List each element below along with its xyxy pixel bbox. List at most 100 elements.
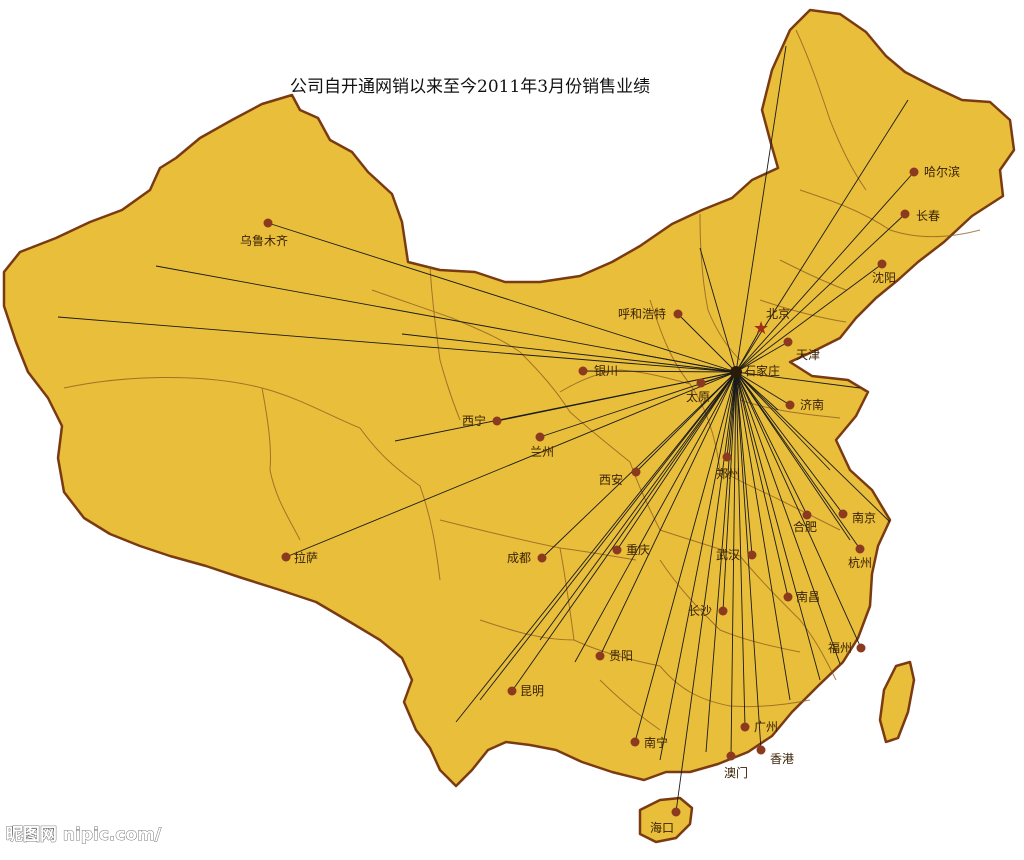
route-line-extra-8 (735, 371, 891, 523)
route-line-20 (616, 371, 737, 551)
city-dot-icon (783, 592, 793, 602)
route-line-extra-2 (57, 316, 737, 373)
city-label: 海口 (650, 820, 674, 835)
city-dot-icon (900, 209, 910, 219)
city-label: 乌鲁木齐 (240, 233, 288, 248)
city-dot-icon (671, 807, 681, 817)
city-label: 合肥 (793, 519, 817, 534)
route-line-extra-7 (735, 371, 861, 389)
route-line-16 (735, 371, 808, 516)
route-line-15 (735, 371, 844, 515)
city-label: 郑州 (716, 466, 740, 481)
map-title: 公司自开通网销以来至今2011年3月份销售业绩 (290, 77, 650, 97)
city-dot-icon (909, 167, 919, 177)
city-dot-icon (612, 545, 622, 555)
route-line-28 (634, 371, 737, 743)
city-dot-icon (630, 737, 640, 747)
route-line-extra-3 (401, 333, 737, 373)
capital-star-icon: ★ (753, 318, 769, 339)
city-label: 香港 (770, 752, 794, 766)
route-line-extra-19 (735, 371, 851, 541)
route-line-extra-14 (659, 371, 737, 761)
route-line-18 (285, 371, 737, 558)
city-dot-icon (877, 259, 887, 269)
city-label: 南宁 (644, 735, 668, 750)
route-line-extra-13 (574, 371, 737, 663)
city-label: 长春 (916, 209, 940, 223)
city-label: 拉萨 (294, 550, 318, 565)
route-line-24 (599, 371, 737, 657)
route-line-extra-6 (735, 99, 909, 373)
china-mainland-shape (2, 8, 1016, 788)
route-line-5 (677, 313, 737, 373)
route-line-26 (511, 371, 737, 692)
city-dot-icon (535, 432, 545, 442)
city-label: 济南 (800, 397, 824, 412)
route-line-extra-21 (735, 371, 779, 411)
hainan-island-shape (638, 796, 694, 844)
city-dot-icon (756, 745, 766, 755)
city-dot-icon (802, 510, 812, 520)
route-line-extra-22 (615, 349, 737, 373)
city-dot-icon (595, 651, 605, 661)
route-line-3 (735, 213, 906, 373)
city-dot-icon (263, 218, 273, 228)
route-line-extra-11 (479, 371, 737, 701)
city-label: 兰州 (530, 445, 554, 459)
city-dot-icon (673, 309, 683, 319)
route-line-extra-15 (705, 371, 737, 753)
city-label: 太原 (686, 389, 710, 404)
city-dot-icon (838, 509, 848, 519)
city-dot-icon (492, 416, 502, 426)
route-line-29 (735, 371, 762, 751)
route-line-25 (735, 371, 862, 649)
route-line-extra-10 (455, 371, 737, 723)
sales-routes (57, 45, 915, 813)
route-line-4 (735, 263, 883, 373)
watermark-text: 昵图网 nipic.com/ (6, 825, 162, 845)
province-borders (63, 29, 981, 731)
route-line-21 (735, 371, 753, 556)
city-dot-icon (722, 452, 732, 462)
route-line-19 (541, 371, 737, 559)
city-label: 银川 (594, 364, 618, 378)
route-line-27 (735, 371, 746, 728)
city-label: 武汉 (716, 548, 740, 562)
city-dot-icon (740, 722, 750, 732)
city-dot-icon (855, 544, 865, 554)
city-dot-icon (578, 366, 588, 376)
route-line-extra-5 (735, 45, 787, 373)
city-label: 呼和浩特 (618, 306, 666, 321)
route-line-extra-18 (735, 371, 831, 471)
city-label: 昆明 (520, 684, 544, 698)
city-label: 沈阳 (872, 270, 896, 285)
route-line-23 (722, 371, 737, 612)
city-label: 北京 (766, 307, 790, 321)
city-dot-icon (783, 337, 793, 347)
city-label: 哈尔滨 (924, 164, 960, 179)
city-dot-icon (507, 686, 517, 696)
city-label: 重庆 (626, 543, 650, 557)
route-line-11 (496, 371, 737, 422)
route-line-17 (735, 371, 861, 550)
route-line-22 (735, 371, 789, 598)
city-label: 西宁 (462, 413, 486, 428)
route-line-extra-9 (735, 371, 841, 665)
route-line-13 (635, 371, 737, 473)
city-label: 西安 (599, 472, 623, 487)
route-line-extra-12 (539, 371, 737, 641)
hub-city-label: 石家庄 (744, 363, 780, 378)
city-dot-icon (631, 467, 641, 477)
city-label: 南京 (852, 510, 876, 525)
route-line-extra-20 (699, 247, 737, 373)
city-label: 天津 (796, 348, 820, 362)
city-dot-icon (718, 606, 728, 616)
city-label: 澳门 (724, 765, 748, 780)
city-dot-icon (785, 400, 795, 410)
city-label: 成都 (507, 551, 531, 565)
city-label: 杭州 (848, 555, 872, 570)
route-line-30 (730, 371, 737, 757)
